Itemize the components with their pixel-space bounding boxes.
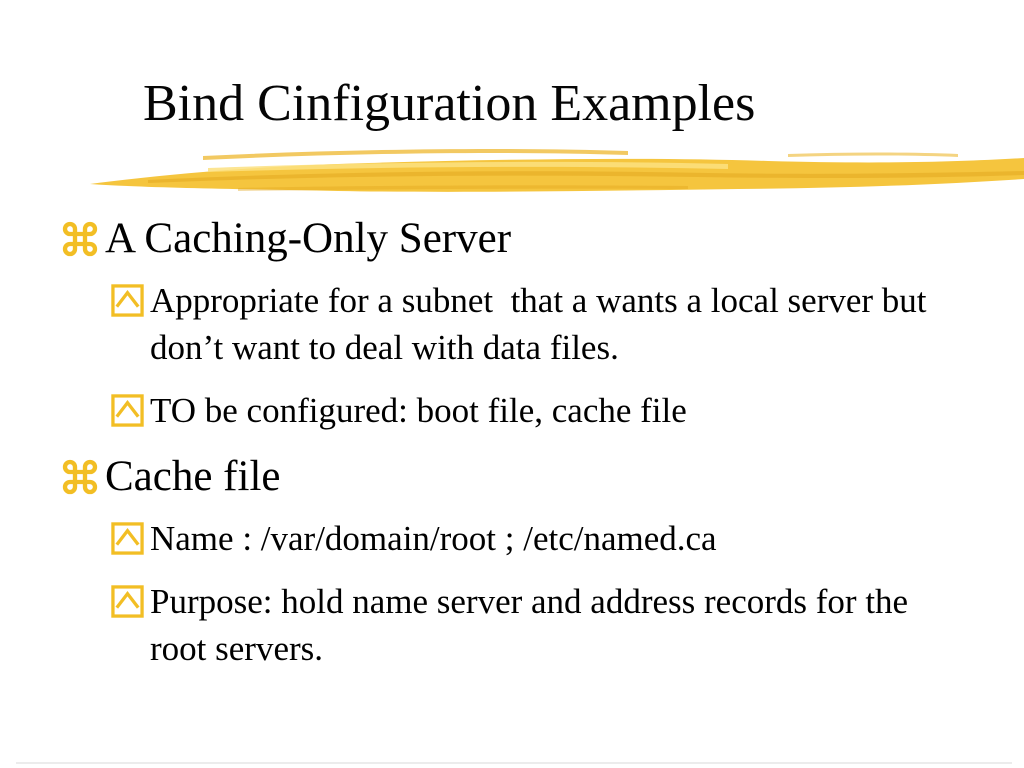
- bullet-item-appropriate-subnet: Appropriate for a subnet that a wants a …: [111, 278, 980, 372]
- bullet-body-text: Purpose: hold name server and address re…: [150, 582, 917, 668]
- command-bullet-icon: [62, 221, 98, 257]
- box-caret-bullet-icon: [111, 284, 144, 317]
- bullet-body-text: Name : /var/domain/root ; /etc/named.ca: [150, 519, 717, 559]
- slide-title: Bind Cinfiguration Examples: [143, 75, 756, 132]
- bullet-body-text: Appropriate for a subnet that a wants a …: [150, 280, 936, 367]
- bullet-heading-text: A Caching-Only Server: [105, 215, 512, 262]
- bullet-item-caching-only-server: A Caching-Only Server: [60, 212, 980, 266]
- box-caret-bullet-icon: [111, 522, 144, 555]
- box-caret-bullet-icon: [111, 585, 144, 618]
- bullet-item-cache-file-purpose: Purpose: hold name server and address re…: [111, 579, 980, 673]
- bullet-item-cache-file-name: Name : /var/domain/root ; /etc/named.ca: [111, 516, 980, 563]
- command-bullet-icon: [62, 460, 98, 495]
- bullet-item-cache-file: Cache file: [60, 450, 980, 504]
- brush-stroke-underline: [90, 148, 1024, 192]
- slide-body: A Caching-Only Server Appropriate for a …: [60, 212, 980, 689]
- bullet-body-text: TO be configured: boot file, cache file: [150, 390, 687, 430]
- bullet-item-to-be-configured: TO be configured: boot file, cache file: [111, 388, 980, 435]
- box-caret-bullet-icon: [111, 393, 144, 427]
- bullet-heading-text: Cache file: [105, 453, 281, 501]
- footer-divider-line: [16, 762, 1012, 764]
